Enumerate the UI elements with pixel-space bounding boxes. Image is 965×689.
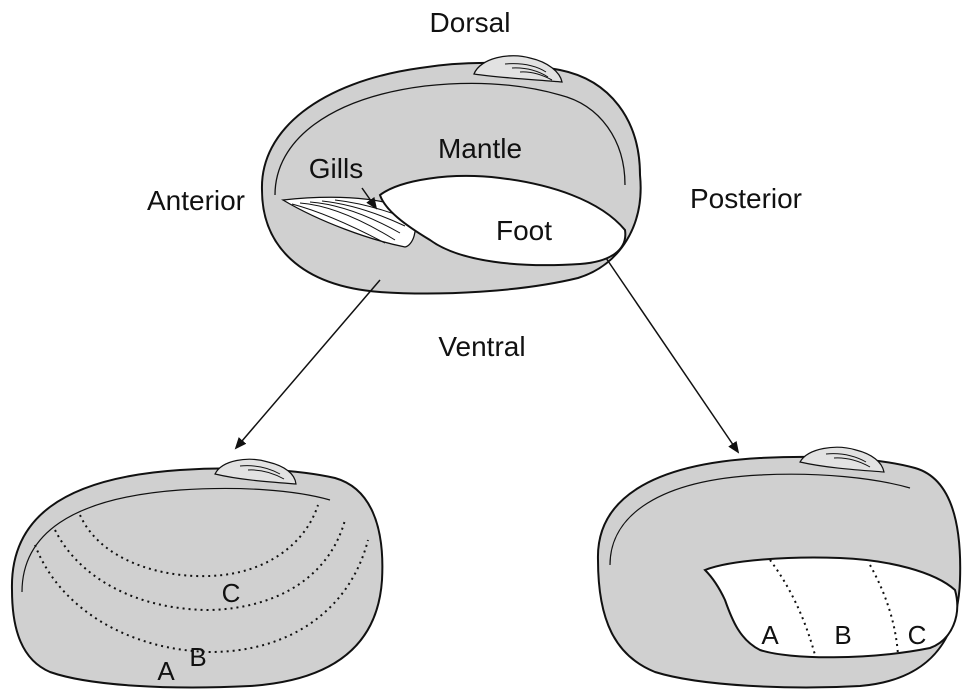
- ventral-label: Ventral: [438, 331, 525, 362]
- mantle-label: Mantle: [438, 133, 522, 164]
- foot-section-b-label: B: [834, 620, 851, 650]
- mantle-section-c-label: C: [222, 578, 241, 608]
- mantle-section-b-label: B: [189, 642, 206, 672]
- foot-section-a-label: A: [761, 620, 779, 650]
- mantle-section-a-label: A: [157, 656, 175, 686]
- mantle-arrow: [236, 280, 380, 448]
- gills-label: Gills: [309, 153, 363, 184]
- dorsal-label: Dorsal: [430, 7, 511, 38]
- foot-arrow: [606, 258, 738, 452]
- bottom-right-clam: [598, 447, 960, 687]
- foot-section-c-label: C: [908, 620, 927, 650]
- posterior-label: Posterior: [690, 183, 802, 214]
- anterior-label: Anterior: [147, 185, 245, 216]
- foot-label: Foot: [496, 215, 552, 246]
